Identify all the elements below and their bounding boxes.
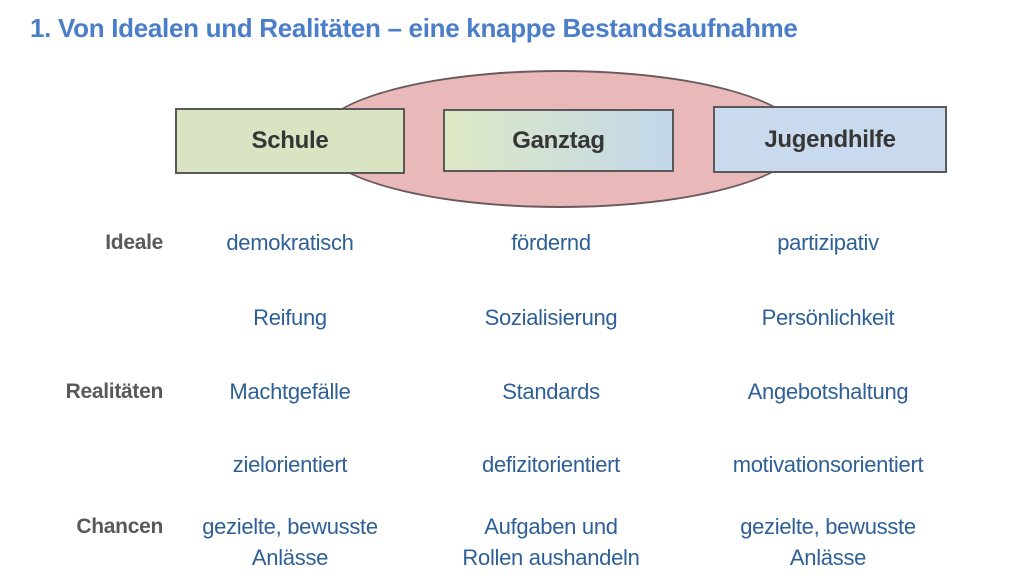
box-schule: Schule: [175, 108, 405, 174]
box-jugendhilfe: Jugendhilfe: [713, 106, 947, 173]
box-schule-label: Schule: [251, 127, 329, 154]
slide-title: 1. Von Idealen und Realitäten – eine kna…: [30, 13, 798, 43]
cell-ganztag-realitaeten: Standards: [502, 379, 600, 404]
cell-jugendhilfe-chancen: gezielte, bewusste Anlässe: [740, 514, 916, 570]
box-ganztag: Ganztag: [443, 109, 674, 172]
cell-ganztag-ideale: fördernd: [511, 230, 591, 255]
row-label-chancen: Chancen: [76, 515, 163, 538]
cell-schule-reifung: Reifung: [253, 305, 327, 330]
row-label-realitaeten: Realitäten: [65, 380, 164, 403]
cell-jugendhilfe-realitaeten: Angebotshaltung: [747, 379, 909, 404]
cell-ganztag-orientierung: defizitorientiert: [482, 452, 620, 477]
box-jugendhilfe-label: Jugendhilfe: [764, 125, 896, 153]
cell-schule-orientierung: zielorientiert: [232, 452, 348, 477]
row-label-ideale: Ideale: [105, 231, 163, 254]
cell-ganztag-chancen: Aufgaben und Rollen aushandeln: [462, 514, 640, 570]
cell-schule-realitaeten: Machtgefälle: [229, 379, 351, 404]
cell-jugendhilfe-ideale: partizipativ: [777, 230, 879, 255]
cell-schule-ideale: demokratisch: [226, 230, 354, 255]
cell-schule-chancen: gezielte, bewusste Anlässe: [202, 514, 378, 570]
cell-ganztag-sozialisierung: Sozialisierung: [484, 305, 618, 330]
box-ganztag-label: Ganztag: [512, 126, 605, 154]
cell-jugendhilfe-orientierung: motivationsorientiert: [732, 452, 924, 477]
cell-jugendhilfe-persoenlichkeit: Persönlichkeit: [761, 305, 895, 330]
